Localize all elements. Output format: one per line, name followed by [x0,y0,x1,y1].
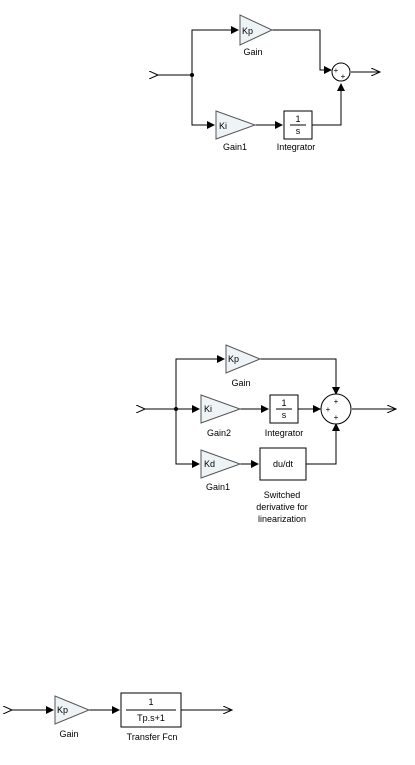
diagram-pi: Kp Gain Ki Gain1 1 s Integrator + + [158,14,380,152]
p-gain-kp-block[interactable]: Kp Gain [54,695,91,739]
derivative-label-line3: linearization [258,514,306,524]
sum-sign-bottom: + [334,413,339,422]
diagram-p-transfer: Kp Gain 1 Tp.s+1 Transfer Fcn [12,692,232,742]
transfer-numerator: 1 [148,697,153,707]
pi-gain-ki-block[interactable]: Ki Gain1 [215,110,257,152]
sum-sign-top: + [334,397,339,406]
transfer-label: Transfer Fcn [127,732,178,742]
gain-value: Ki [219,121,227,131]
pid-sum-block[interactable]: + + + [320,393,352,425]
gain-label: Gain [231,378,250,388]
branch-point [190,73,194,77]
gain-value: Kp [57,705,68,715]
gain-value: Kp [228,354,239,364]
gain-value: Kd [204,459,215,469]
pid-gain-ki-block[interactable]: Ki Gain2 [200,394,242,438]
gain-label: Gain2 [207,428,231,438]
integrator-numerator: 1 [295,114,300,124]
sum-sign-left: + [334,66,339,75]
derivative-label-line2: derivative for [256,502,308,512]
integrator-denominator: s [296,126,301,136]
integrator-label: Integrator [277,142,316,152]
diagram-pid: Kp Gain Ki Gain2 Kd Gain1 1 s Integrator… [145,344,396,524]
sum-sign-left: + [326,405,331,414]
derivative-label-line1: Switched [264,490,301,500]
integrator-label: Integrator [265,428,304,438]
gain-value: Kp [242,26,253,36]
pi-gain-kp-block[interactable]: Kp Gain [239,14,274,57]
gain-label: Gain [59,729,78,739]
pid-derivative-block[interactable]: du/dt Switched derivative for linearizat… [256,447,308,524]
pid-gain-kp-block[interactable]: Kp Gain [225,344,262,388]
integrator-denominator: s [282,410,287,420]
pid-gain-kd-block[interactable]: Kd Gain1 [200,449,242,492]
gain-value: Ki [204,404,212,414]
branch-point [174,407,178,411]
pi-sum-block[interactable]: + + [331,62,351,82]
gain-label: Gain [243,47,262,57]
pid-integrator-block[interactable]: 1 s Integrator [265,394,304,438]
pi-signal-lines [158,26,380,129]
gain-label: Gain1 [223,142,247,152]
pid-signal-lines [145,355,396,468]
p-transfer-fcn-block[interactable]: 1 Tp.s+1 Transfer Fcn [120,692,182,742]
pi-integrator-block[interactable]: 1 s Integrator [277,110,316,152]
transfer-denominator: Tp.s+1 [137,713,165,723]
derivative-value: du/dt [273,459,294,469]
sum-sign-bottom: + [341,72,346,81]
integrator-numerator: 1 [281,398,286,408]
gain-label: Gain1 [206,482,230,492]
